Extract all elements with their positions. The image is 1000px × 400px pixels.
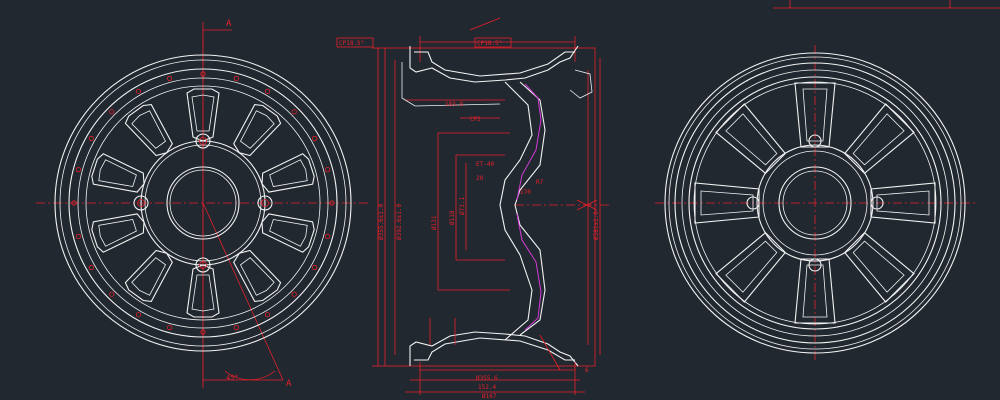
rear-view xyxy=(655,45,975,362)
rear-lug-holes xyxy=(746,134,884,272)
rear-lug-hole xyxy=(808,134,822,148)
rear-lug-hole xyxy=(870,196,884,210)
dim-mid-3: R7 xyxy=(536,179,544,186)
rim-bolt-hole xyxy=(109,109,115,115)
rear-spoke-rib xyxy=(694,182,760,224)
front-outer-rim xyxy=(54,54,352,352)
rear-spoke-rib xyxy=(843,103,915,175)
front-lug-holes xyxy=(133,133,273,273)
spoke-window xyxy=(186,264,220,318)
front-spokes xyxy=(91,88,315,318)
spoke-window xyxy=(261,153,315,193)
dim-vert-4: Ø118 xyxy=(449,210,456,225)
rim-bolt-hole xyxy=(233,75,239,82)
dim-top-center: CP18.5° xyxy=(477,40,502,47)
rim-bolt-hole xyxy=(88,135,94,142)
rear-spoke-rib xyxy=(794,82,836,148)
rear-spoke-rib xyxy=(715,103,787,175)
section-line-a-a: A A 45° xyxy=(202,19,292,389)
spoke-window xyxy=(233,104,282,157)
section-view: CP18.5° CP18.5° 183.8 CP2 ET-40 20 R7 17… xyxy=(336,17,610,400)
rim-bolt-hole xyxy=(200,329,206,335)
rear-lug-hole xyxy=(746,196,760,210)
rim-bolt-hole xyxy=(291,291,297,297)
rear-spoke-rib xyxy=(843,231,915,303)
dim-vert-5: Ø73.1 xyxy=(459,197,466,215)
dim-vert-3: Ø131 xyxy=(431,215,438,230)
dim-vert-right: Ø381±1.0 xyxy=(593,211,600,240)
dim-bottom-3: Ø167 xyxy=(482,393,497,400)
section-dimension-labels: CP18.5° CP18.5° 183.8 CP2 ET-40 20 R7 17… xyxy=(339,40,600,400)
rim-bolt-hole xyxy=(75,233,82,239)
spoke-window xyxy=(233,249,282,302)
rim-bolt-hole xyxy=(167,324,173,331)
rim-bolt-hole xyxy=(200,71,206,77)
spoke-window xyxy=(91,213,145,253)
front-center-bore xyxy=(166,166,240,240)
rear-hub-outer xyxy=(756,144,874,262)
rear-center-bore xyxy=(778,166,852,240)
rear-outer-rim xyxy=(664,52,966,354)
rear-spokes xyxy=(694,82,936,324)
lug-hole xyxy=(257,195,273,211)
spoke-window xyxy=(186,88,220,142)
section-angle-label: 45° xyxy=(226,374,239,382)
lug-hole xyxy=(195,257,211,273)
title-block-fragment xyxy=(773,0,1000,9)
rim-bolt-hole xyxy=(264,312,271,318)
front-rim-bolts xyxy=(71,71,335,335)
dim-bottom-right: 6 xyxy=(585,367,589,374)
spoke-window xyxy=(261,213,315,253)
rim-bolt-hole xyxy=(135,88,142,94)
dim-vert-2: Ø392.6±1.0 xyxy=(396,203,403,240)
dim-right-mid: 170 xyxy=(520,189,531,196)
rim-bolt-hole xyxy=(233,324,239,331)
dim-mid-2: 20 xyxy=(476,175,484,182)
rear-spoke-rib xyxy=(794,258,836,324)
rim-bolt-hole xyxy=(75,167,82,173)
front-view: A A 45° xyxy=(36,19,370,389)
section-overall-frame xyxy=(384,47,596,367)
rim-bolt-hole xyxy=(167,75,173,82)
rear-spoke-rib xyxy=(715,231,787,303)
spoke-window xyxy=(124,104,173,157)
lug-hole xyxy=(133,195,149,211)
dim-bottom-2: 152.4 xyxy=(478,384,496,391)
dim-top-left: CP18.5° xyxy=(339,40,364,47)
rim-bolt-hole xyxy=(312,135,318,142)
dim-upper-2: CP2 xyxy=(470,116,481,123)
rear-lug-hole xyxy=(808,258,822,272)
rim-bolt-hole xyxy=(71,200,77,206)
rim-bolt-hole xyxy=(329,200,335,206)
rim-bolt-hole xyxy=(324,167,331,173)
dim-mid-1: ET-40 xyxy=(476,161,494,168)
dim-upper-1: 183.8 xyxy=(445,101,463,108)
rim-bolt-hole xyxy=(264,88,271,94)
section-mark-top: A xyxy=(226,19,232,29)
rim-bolt-hole xyxy=(135,312,142,318)
rim-bolt-hole xyxy=(88,264,94,271)
rim-bolt-hole xyxy=(109,291,115,297)
rim-bolt-hole xyxy=(312,264,318,271)
front-hub-outer xyxy=(140,140,266,266)
section-mark-bottom: A xyxy=(286,379,292,389)
rim-bolt-hole xyxy=(291,109,297,115)
dim-bottom-1: Ø355.6 xyxy=(476,375,498,382)
dim-vert-1: Ø355.6±1.0 xyxy=(378,203,385,240)
inner-contour-line xyxy=(516,83,542,331)
spoke-window xyxy=(91,153,145,193)
rim-bolt-hole xyxy=(324,233,331,239)
spoke-window xyxy=(124,249,173,302)
wheel-section-profile xyxy=(401,45,593,367)
rear-spoke-rib xyxy=(870,182,936,224)
lug-hole xyxy=(195,133,211,149)
